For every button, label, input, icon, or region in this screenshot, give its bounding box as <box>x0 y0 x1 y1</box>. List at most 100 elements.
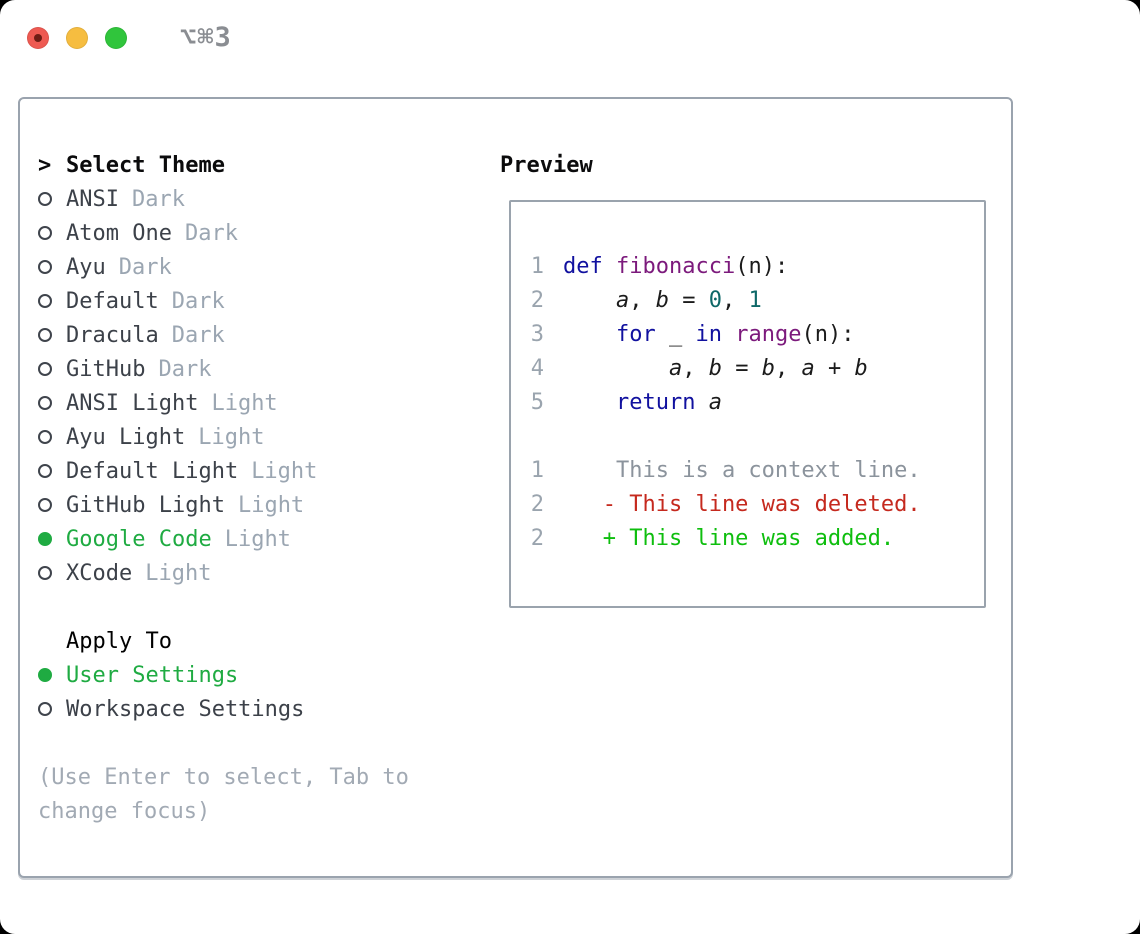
preview-line: 5 return a <box>530 386 984 420</box>
code-segment <box>563 390 616 415</box>
theme-variant-badge: Dark <box>184 220 238 246</box>
minimize-button[interactable] <box>66 26 88 49</box>
theme-name: XCode <box>66 560 133 586</box>
preview-line <box>530 420 984 454</box>
theme-option-dracula[interactable]: Dracula Dark <box>38 318 409 352</box>
theme-name: GitHub <box>66 356 146 382</box>
code-segment: 0 <box>708 288 722 313</box>
theme-variant-badge: Dark <box>171 322 225 348</box>
code-segment: (n): <box>801 322 855 347</box>
help-line: (Use Enter to select, Tab to <box>38 764 409 790</box>
radio-unselected-icon <box>38 498 52 512</box>
code-segment <box>603 254 616 279</box>
select-theme-title: Select Theme <box>66 152 225 178</box>
line-number: 1 <box>530 458 544 483</box>
theme-name: Atom One <box>66 220 172 246</box>
code-segment: , <box>721 288 749 313</box>
radio-unselected-icon <box>38 362 52 376</box>
spacer-row <box>38 726 409 760</box>
apply-option-name: Workspace Settings <box>66 696 305 722</box>
zoom-button[interactable] <box>105 26 127 49</box>
modified-indicator-dot <box>34 33 42 42</box>
preview-line: 2 - This line was deleted. <box>530 488 984 522</box>
code-segment: , <box>629 288 656 313</box>
code-segment: 1 <box>748 288 762 313</box>
window-titlebar[interactable]: ⌥⌘3 <box>27 22 232 53</box>
focus-cursor-icon: > <box>38 152 52 178</box>
code-segment: _ <box>655 322 696 347</box>
preview-line: 2 + This line was added. <box>530 522 984 556</box>
code-segment: for <box>615 322 656 347</box>
theme-name: Default <box>66 288 159 314</box>
code-segment: = <box>668 288 709 313</box>
code-segment: a <box>708 390 722 415</box>
code-segment: This is a context line. <box>563 458 921 483</box>
radio-unselected-icon <box>38 396 52 410</box>
radio-selected-icon <box>38 668 52 682</box>
traffic-light-buttons <box>27 26 144 49</box>
line-number: 5 <box>530 390 544 415</box>
preview-title: Preview <box>500 152 593 178</box>
theme-name: Ayu Light <box>66 424 186 450</box>
theme-name: Ayu <box>66 254 106 280</box>
preview-line: 4 a, b = b, a + b <box>530 352 984 386</box>
theme-variant-badge: Light <box>237 492 305 518</box>
theme-variant-badge: Light <box>251 458 318 484</box>
theme-variant-badge: Dark <box>158 356 212 382</box>
preview-line: 1 This is a context line. <box>530 454 984 488</box>
apply-option-name: User Settings <box>66 662 239 688</box>
apply-option-user-settings[interactable]: User Settings <box>38 658 409 692</box>
radio-unselected-icon <box>38 702 52 716</box>
apply-to-title: Apply To <box>66 628 172 654</box>
theme-option-atom-one[interactable]: Atom One Dark <box>38 216 409 250</box>
code-segment: in <box>695 322 722 347</box>
preview-line: 3 for _ in range(n): <box>530 318 984 352</box>
window-shortcut-label: ⌥⌘3 <box>180 22 232 53</box>
theme-option-github[interactable]: GitHub Dark <box>38 352 409 386</box>
radio-unselected-icon <box>38 430 52 444</box>
code-segment: def <box>563 254 603 279</box>
apply-option-workspace-settings[interactable]: Workspace Settings <box>38 692 409 726</box>
code-segment <box>563 288 616 313</box>
apply-to-header: Apply To <box>38 624 409 658</box>
radio-selected-icon <box>38 532 52 546</box>
code-segment: + This line was added. <box>563 526 895 551</box>
theme-name: Dracula <box>66 322 159 348</box>
line-number: 2 <box>530 492 544 517</box>
code-segment <box>563 356 669 381</box>
code-segment <box>695 390 708 415</box>
radio-unselected-icon <box>38 260 52 274</box>
theme-option-github-light[interactable]: GitHub Light Light <box>38 488 409 522</box>
theme-variant-badge: Dark <box>131 186 185 212</box>
code-segment: (n): <box>735 254 789 279</box>
code-segment: + <box>814 356 855 381</box>
line-number: 2 <box>530 288 544 313</box>
code-segment: b <box>854 356 868 381</box>
code-segment <box>722 322 735 347</box>
code-segment: - This line was deleted. <box>563 492 921 517</box>
radio-unselected-icon <box>38 566 52 580</box>
theme-name: GitHub Light <box>66 492 225 518</box>
radio-unselected-icon <box>38 192 52 206</box>
code-segment: = <box>721 356 762 381</box>
select-theme-header: > Select Theme <box>38 148 409 182</box>
code-segment: , <box>774 356 802 381</box>
close-button[interactable] <box>27 26 49 49</box>
line-number: 2 <box>530 526 544 551</box>
